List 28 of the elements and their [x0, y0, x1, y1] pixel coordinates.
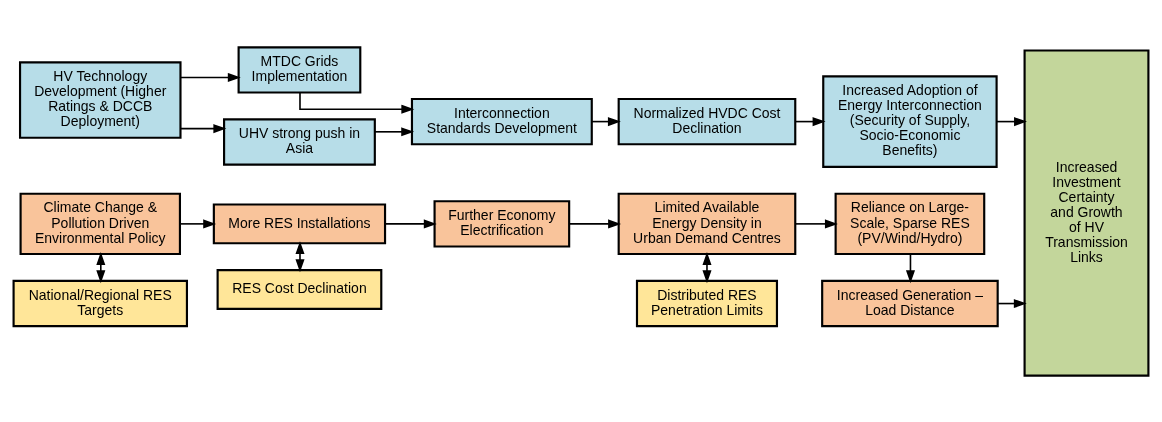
node-box: Increased Generation – Load Distance [821, 279, 999, 327]
node-box: More RES Installations [212, 202, 387, 244]
arrow [374, 126, 415, 136]
arrow [794, 116, 826, 126]
arrow [384, 218, 437, 228]
arrow [995, 116, 1027, 126]
arrow [794, 218, 838, 228]
arrow [568, 218, 622, 228]
node-box: Distributed RES Penetration Limits [635, 279, 779, 327]
node-box: Increased Investment Certainty and Growth of HV Transmission Links [1023, 48, 1150, 377]
node-box: Reliance on Large-Scale, Sparse RES (PV/Wind/Hydro) [834, 192, 986, 255]
node-box: HV Technology Development (Higher Ratings & DCCB Deployment) [18, 60, 182, 139]
node-box: MTDC Grids Implementation [237, 45, 362, 94]
arrow [96, 251, 106, 283]
node-box: Further Economy Electrification [433, 199, 571, 248]
node-box: Climate Change & Pollution Driven Environmental Policy [19, 192, 181, 255]
node-box: National/Regional RES Targets [12, 279, 188, 327]
arrow [179, 72, 241, 82]
node-box: UHV strong push in Asia [223, 117, 376, 166]
arrow [179, 123, 227, 133]
node-box: RES Cost Declination [216, 268, 383, 310]
arrow [179, 218, 217, 228]
arrow [702, 251, 712, 283]
arrow [295, 240, 305, 272]
node-box: Interconnection Standards Development [410, 97, 593, 145]
node-box: Normalized HVDC Cost Declination [617, 97, 797, 145]
node-box: Increased Adoption of Energy Interconnection (Security of Supply, Socio-Economic Benefits) [822, 74, 998, 168]
node-box: Limited Available Energy Density in Urban Demand Centres [617, 192, 797, 255]
